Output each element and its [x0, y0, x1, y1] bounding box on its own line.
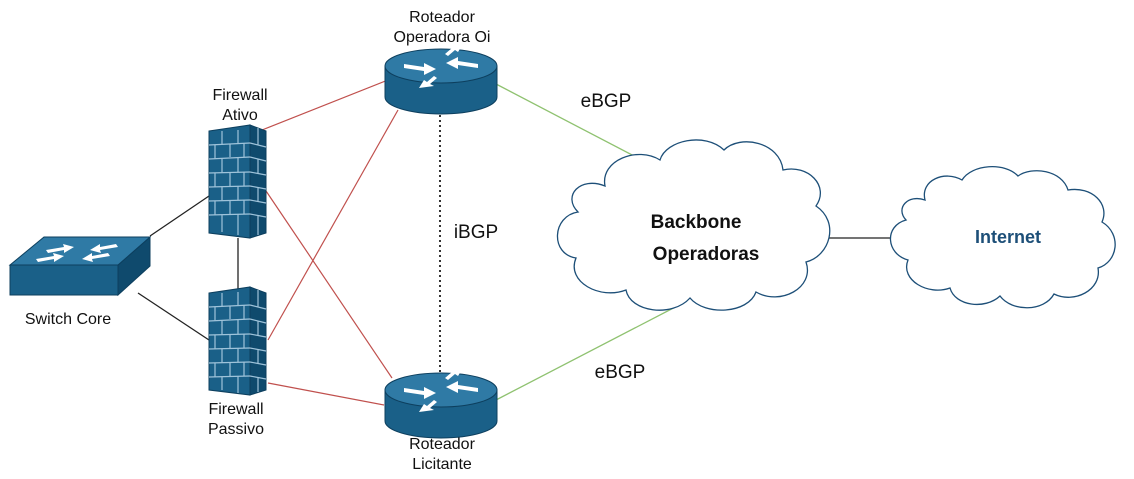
link-ebgp-bottom — [495, 301, 686, 401]
link-passivo-router-licitante — [267, 382, 385, 406]
switch-core-icon — [8, 235, 152, 297]
switch-core-label: Switch Core — [25, 311, 111, 328]
link-passivo-router-oi — [267, 109, 399, 341]
firewall-passivo-icon — [208, 286, 267, 396]
backbone-label-line2: Operadoras — [653, 244, 760, 265]
link-switch-firewall-ativo — [149, 195, 210, 237]
router-licitante-label-line1: Roteador — [409, 436, 475, 453]
internet-cloud-icon — [889, 165, 1116, 309]
ibgp-label: iBGP — [454, 222, 498, 243]
router-licitante-label-line2: Licitante — [412, 456, 472, 473]
ebgp-bottom-label: eBGP — [595, 362, 646, 383]
router-licitante-icon — [384, 368, 498, 439]
router-oi-label-line1: Roteador — [409, 9, 475, 26]
link-switch-firewall-passivo — [137, 292, 210, 341]
firewall-passivo-label-line1: Firewall — [208, 401, 263, 418]
firewall-ativo-icon — [208, 124, 267, 239]
backbone-cloud-icon — [556, 139, 831, 311]
connections — [137, 79, 892, 406]
firewall-ativo-label-line2: Ativo — [222, 107, 258, 124]
internet-label: Internet — [975, 227, 1041, 247]
link-ativo-router-licitante — [261, 184, 393, 379]
firewall-passivo-label-line2: Passivo — [208, 421, 264, 438]
firewall-ativo-label-line1: Firewall — [212, 87, 267, 104]
link-ativo-router-oi — [261, 79, 389, 131]
router-oi-icon — [384, 44, 498, 115]
ebgp-top-label: eBGP — [581, 91, 632, 112]
backbone-label-line1: Backbone — [651, 212, 742, 233]
router-oi-label-line2: Operadora Oi — [394, 29, 491, 46]
